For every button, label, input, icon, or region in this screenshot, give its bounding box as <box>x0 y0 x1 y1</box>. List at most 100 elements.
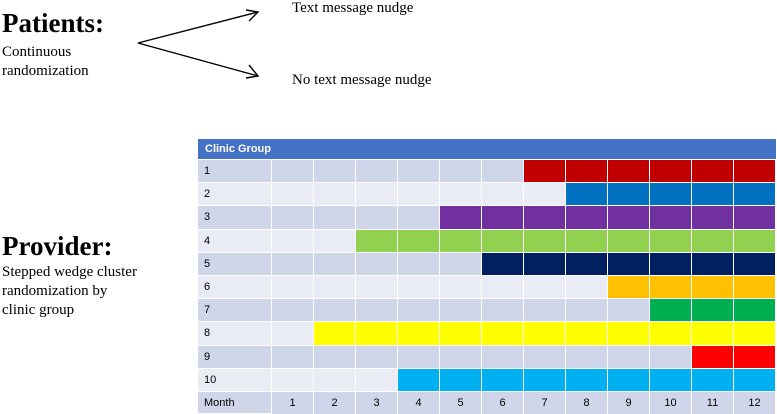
control-cell <box>272 160 314 184</box>
intervention-cell <box>734 160 776 184</box>
control-cell <box>566 276 608 300</box>
arrowhead-upper <box>245 9 260 22</box>
intervention-cell <box>356 322 398 346</box>
provider-description-line: randomization by <box>2 283 108 299</box>
control-cell <box>482 160 524 184</box>
control-cell <box>356 368 398 392</box>
intervention-cell <box>608 206 650 230</box>
intervention-cell <box>608 183 650 207</box>
intervention-cell <box>440 206 482 230</box>
intervention-cell <box>692 160 734 184</box>
clinic-group-label: 1 <box>198 160 272 184</box>
intervention-cell <box>650 276 692 300</box>
month-tick-label: 8 <box>566 392 608 414</box>
intervention-cell <box>692 276 734 300</box>
intervention-cell <box>440 229 482 253</box>
intervention-cell <box>650 183 692 207</box>
intervention-cell <box>524 368 566 392</box>
intervention-cell <box>734 299 776 323</box>
clinic-group-label: 3 <box>198 206 272 230</box>
control-cell <box>608 299 650 323</box>
control-cell <box>356 206 398 230</box>
arrowhead-lower <box>245 64 260 79</box>
intervention-cell <box>650 368 692 392</box>
control-cell <box>482 345 524 369</box>
clinic-group-label: 9 <box>198 345 272 369</box>
branch-label-no-text-nudge: No text message nudge <box>292 72 432 88</box>
intervention-cell <box>482 206 524 230</box>
intervention-cell <box>566 368 608 392</box>
intervention-cell <box>734 276 776 300</box>
control-cell <box>314 160 356 184</box>
control-cell <box>440 299 482 323</box>
intervention-cell <box>650 252 692 276</box>
control-cell <box>272 252 314 276</box>
table-header: Clinic Group <box>198 139 776 159</box>
intervention-cell <box>734 322 776 346</box>
intervention-cell <box>692 183 734 207</box>
control-cell <box>398 299 440 323</box>
arrow-upper <box>137 11 259 44</box>
intervention-cell <box>692 345 734 369</box>
intervention-cell <box>650 299 692 323</box>
intervention-cell <box>650 160 692 184</box>
month-tick-label: 7 <box>524 392 566 414</box>
control-cell <box>440 276 482 300</box>
control-cell <box>608 345 650 369</box>
month-axis-label: Month <box>198 392 272 414</box>
intervention-cell <box>692 252 734 276</box>
intervention-cell <box>734 252 776 276</box>
branch-label-text-nudge: Text message nudge <box>292 0 414 16</box>
month-tick-label: 3 <box>356 392 398 414</box>
provider-heading: Provider: <box>2 231 113 261</box>
intervention-cell <box>482 229 524 253</box>
control-cell <box>314 276 356 300</box>
intervention-cell <box>398 229 440 253</box>
control-cell <box>482 276 524 300</box>
month-tick-label: 11 <box>692 392 734 414</box>
control-cell <box>440 183 482 207</box>
intervention-cell <box>314 322 356 346</box>
intervention-cell <box>650 322 692 346</box>
control-cell <box>314 299 356 323</box>
control-cell <box>524 276 566 300</box>
intervention-cell <box>692 368 734 392</box>
month-tick-label: 12 <box>734 392 776 414</box>
intervention-cell <box>692 206 734 230</box>
control-cell <box>272 299 314 323</box>
intervention-cell <box>734 345 776 369</box>
control-cell <box>314 345 356 369</box>
patients-description: Continuous randomization <box>2 43 89 81</box>
clinic-group-label: 2 <box>198 183 272 207</box>
intervention-cell <box>692 299 734 323</box>
clinic-group-label: 7 <box>198 299 272 323</box>
control-cell <box>650 345 692 369</box>
intervention-cell <box>650 229 692 253</box>
control-cell <box>356 345 398 369</box>
control-cell <box>356 160 398 184</box>
intervention-cell <box>356 229 398 253</box>
intervention-cell <box>608 322 650 346</box>
control-cell <box>272 229 314 253</box>
control-cell <box>272 368 314 392</box>
control-cell <box>314 183 356 207</box>
control-cell <box>314 229 356 253</box>
intervention-cell <box>734 183 776 207</box>
control-cell <box>440 252 482 276</box>
control-cell <box>398 345 440 369</box>
intervention-cell <box>608 252 650 276</box>
intervention-cell <box>734 229 776 253</box>
intervention-cell <box>608 229 650 253</box>
intervention-cell <box>482 252 524 276</box>
intervention-cell <box>566 322 608 346</box>
control-cell <box>356 276 398 300</box>
control-cell <box>398 206 440 230</box>
intervention-cell <box>566 252 608 276</box>
intervention-cell <box>608 368 650 392</box>
control-cell <box>440 345 482 369</box>
clinic-group-label: 4 <box>198 229 272 253</box>
patients-description-line: Continuous <box>2 44 72 60</box>
control-cell <box>356 183 398 207</box>
control-cell <box>482 299 524 323</box>
